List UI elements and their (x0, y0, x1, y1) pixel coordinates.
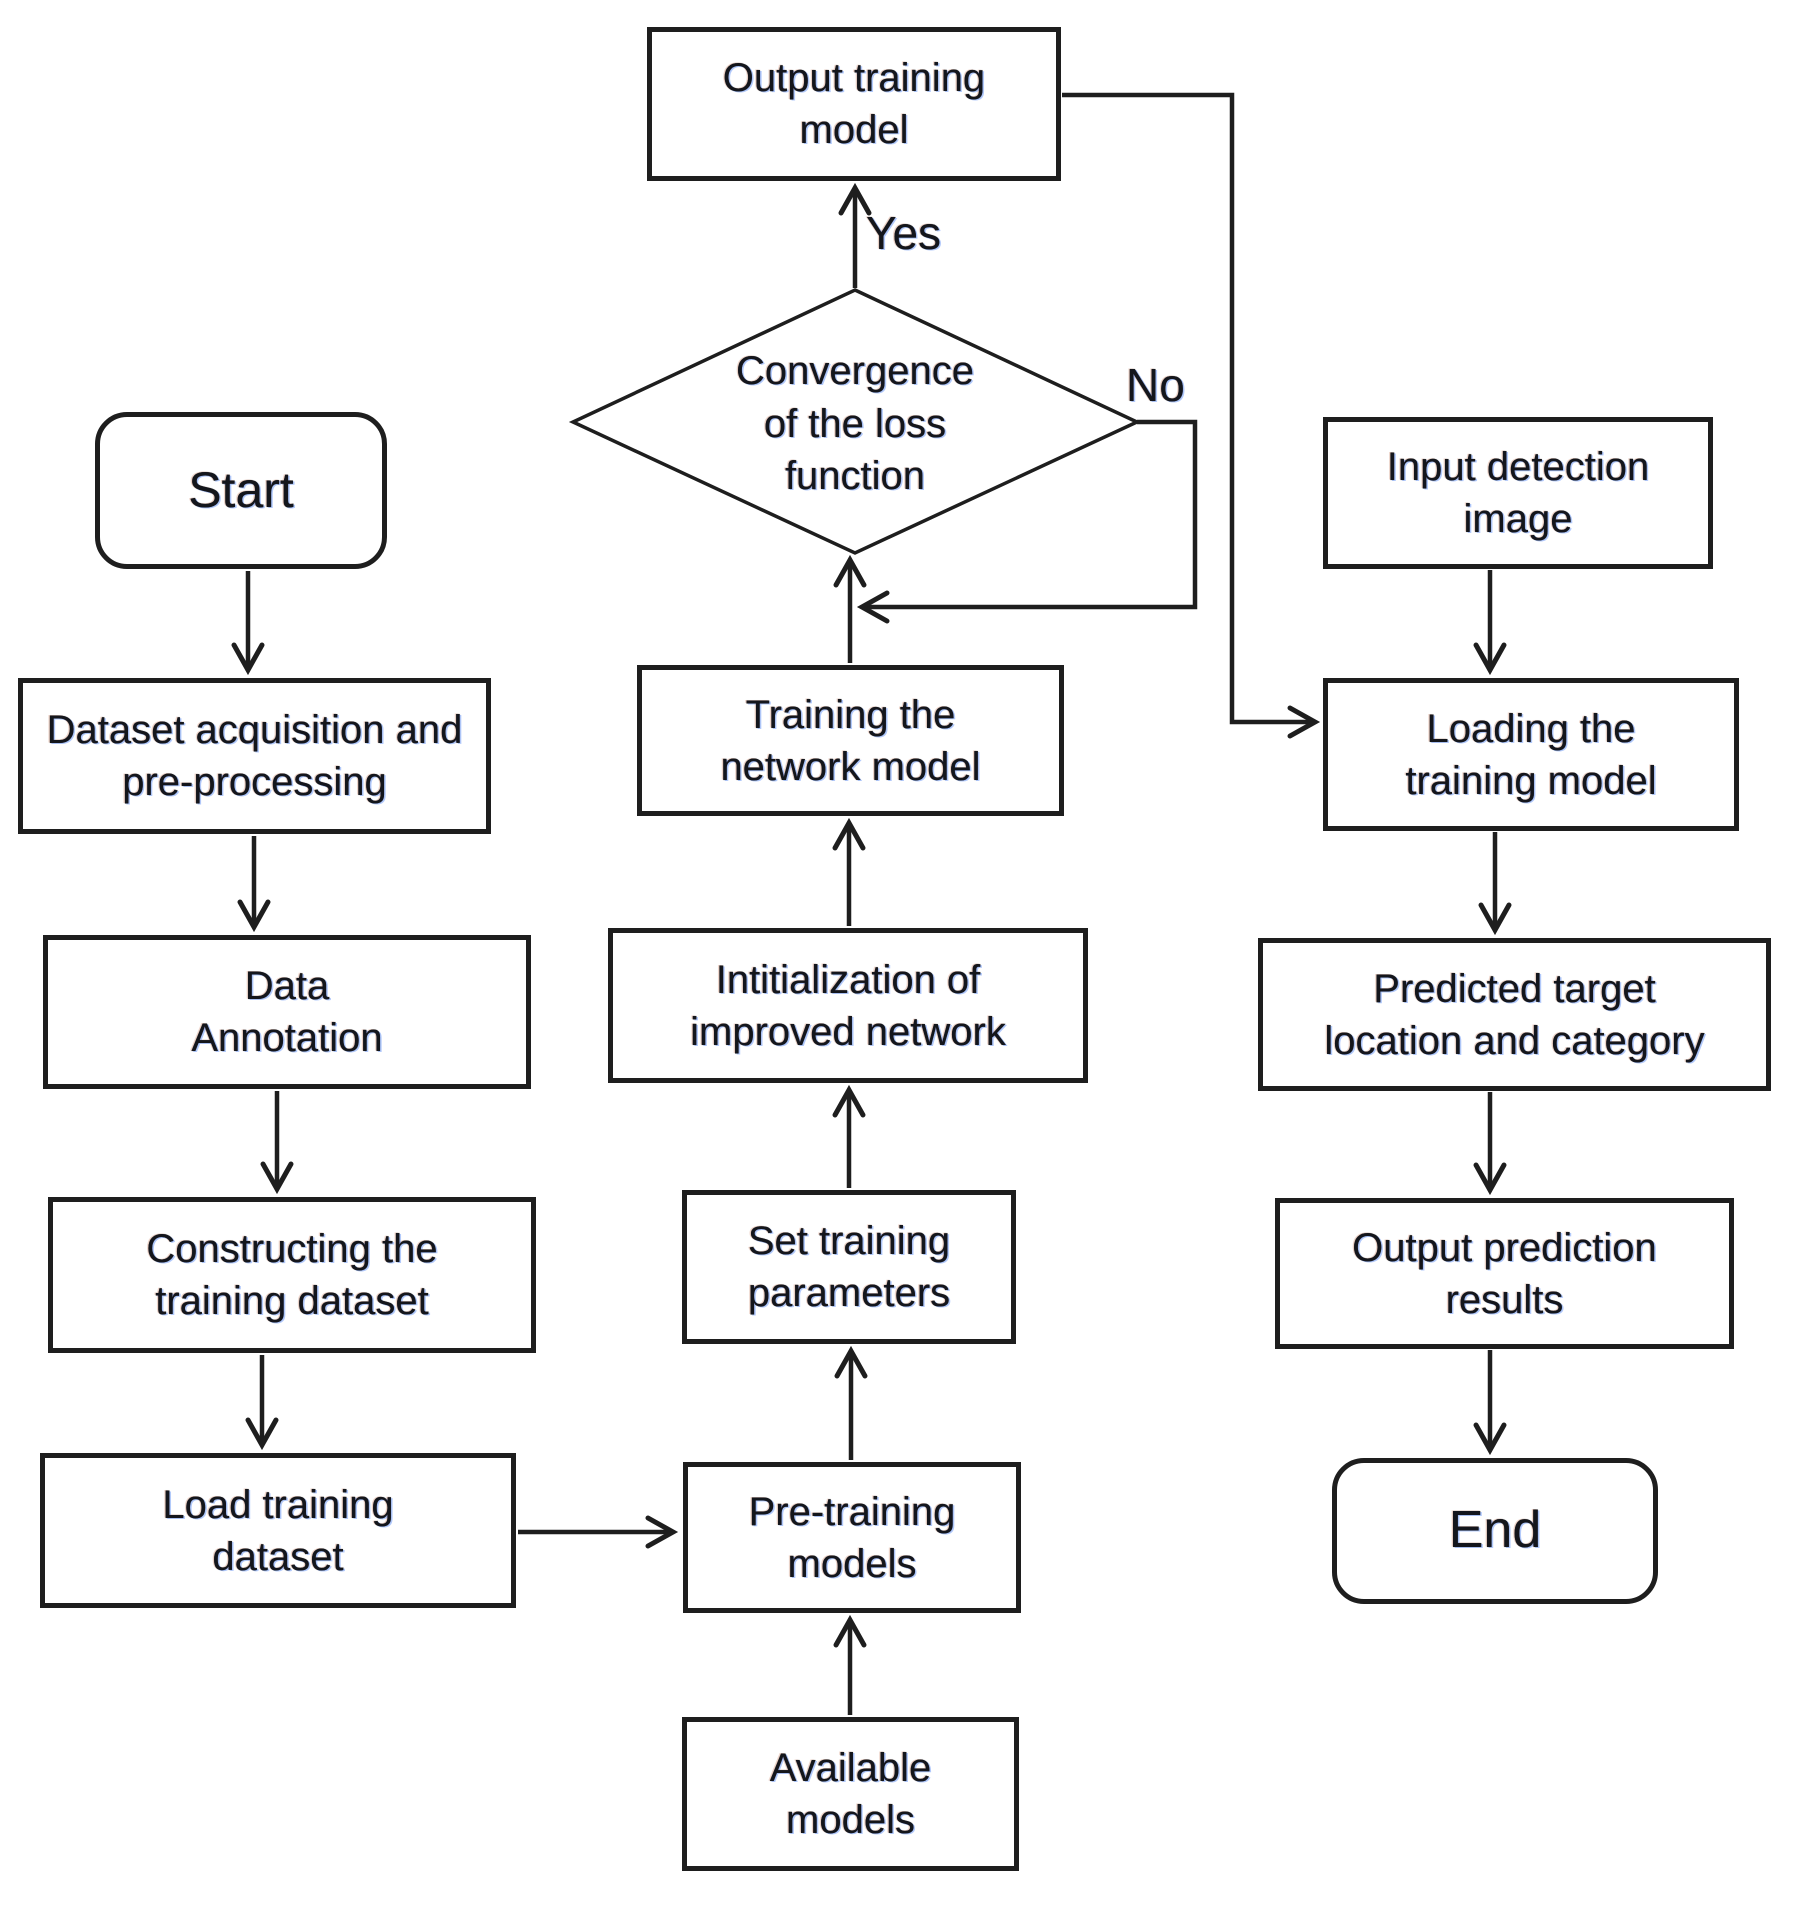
node-input-detection-image: Input detection image (1323, 417, 1713, 569)
node-convergence-decision-label: Convergence of the loss function (736, 348, 974, 499)
node-predicted-target-label: Predicted target location and category (1324, 966, 1705, 1063)
edge-label-yes: Yes (866, 207, 942, 259)
node-data-annotation-label: Data Annotation (191, 964, 383, 1060)
edge-output-to-loading (1062, 92, 1321, 739)
node-load-training-dataset: Load training dataset (40, 1453, 516, 1608)
node-training-network-model-label: Training the network model (720, 692, 981, 789)
node-output-prediction-results: Output prediction results (1275, 1198, 1734, 1349)
node-training-network-model: Training the network model (637, 665, 1064, 816)
decision-diamond-shape (568, 288, 1142, 555)
node-end: End (1332, 1458, 1658, 1604)
node-load-training-dataset-label: Load training dataset (162, 1482, 394, 1579)
node-output-training-model-label: Output training model (722, 56, 986, 152)
node-set-training-parameters: Set training parameters (682, 1190, 1016, 1344)
node-output-training-model: Output training model (647, 27, 1061, 181)
node-available-models: Available models (682, 1717, 1019, 1871)
edge-decision-no-feedback (856, 419, 1198, 624)
node-convergence-decision: Convergence of the loss function (625, 318, 1085, 530)
node-start: Start (95, 412, 387, 569)
node-data-annotation: Data Annotation (43, 935, 531, 1089)
node-initialization-improved-network: Intitialization of improved network (608, 928, 1088, 1083)
node-start-label: Start (188, 462, 294, 518)
node-predicted-target: Predicted target location and category (1258, 938, 1771, 1091)
node-output-prediction-results-label: Output prediction results (1352, 1225, 1657, 1322)
node-constructing-dataset: Constructing the training dataset (48, 1197, 536, 1353)
node-available-models-label: Available models (769, 1746, 932, 1842)
node-dataset-acquisition-label: Dataset acquisition and pre-processing (46, 708, 463, 804)
node-loading-training-model: Loading the training model (1323, 678, 1739, 831)
edge-label-no: No (1126, 359, 1185, 411)
node-input-detection-image-label: Input detection image (1386, 445, 1650, 541)
node-constructing-dataset-label: Constructing the training dataset (146, 1227, 438, 1323)
node-loading-training-model-label: Loading the training model (1405, 706, 1657, 803)
node-pre-training-models: Pre-training models (683, 1462, 1021, 1613)
node-set-training-parameters-label: Set training parameters (747, 1219, 951, 1315)
node-dataset-acquisition: Dataset acquisition and pre-processing (18, 678, 491, 834)
node-pre-training-models-label: Pre-training models (748, 1489, 956, 1586)
node-end-label: End (1448, 1501, 1542, 1560)
node-initialization-improved-network-label: Intitialization of improved network (690, 957, 1006, 1054)
